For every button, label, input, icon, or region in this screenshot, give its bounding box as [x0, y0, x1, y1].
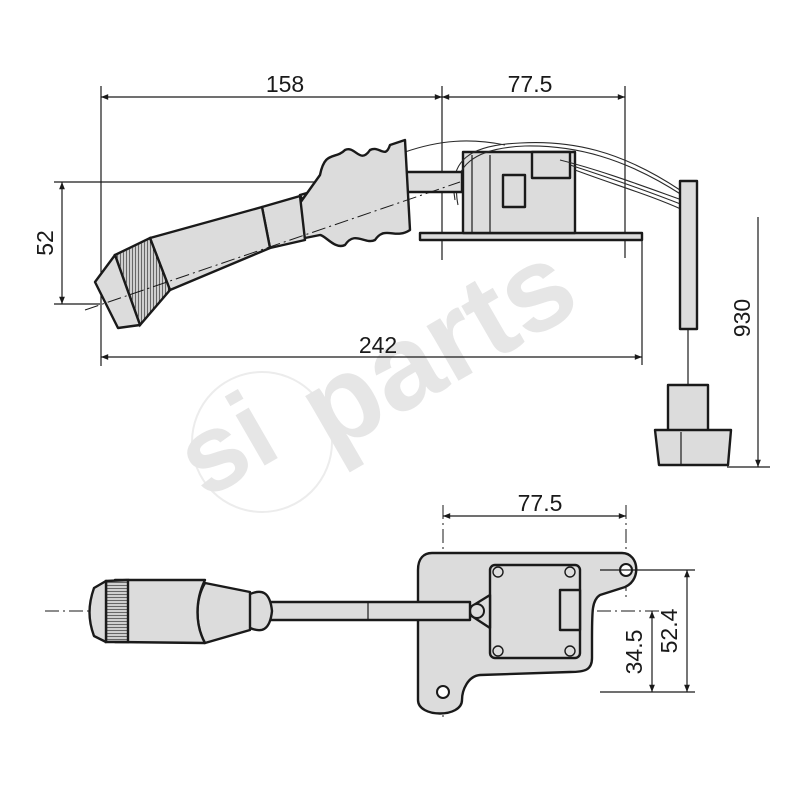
pivot-pin	[469, 603, 485, 619]
watermark-suffix: parts	[276, 215, 597, 478]
watermark-prefix: si	[156, 368, 297, 520]
dimension-hole-vertical: 52.4	[656, 608, 682, 653]
lever-stalk	[84, 138, 464, 330]
mounting-hole	[436, 685, 450, 699]
knurled-ring	[104, 578, 130, 644]
dimension-lever-length: 158	[266, 71, 304, 97]
screw-icon	[492, 566, 504, 578]
screw-icon	[492, 645, 504, 657]
screw-icon	[564, 566, 576, 578]
watermark-circle	[191, 371, 333, 513]
cable-sleeve	[678, 179, 699, 331]
dimension-hole-spacing: 77.5	[518, 490, 563, 516]
dimension-overall-length: 242	[359, 332, 397, 358]
dimension-mount-width: 77.5	[508, 71, 553, 97]
screw-icon	[564, 645, 576, 657]
dimension-cable-length: 930	[729, 299, 755, 337]
connector-plug	[653, 383, 733, 467]
lever-rod	[268, 600, 472, 622]
switch-housing	[461, 150, 577, 235]
top-view: 77.5 34.5 52.4	[45, 490, 695, 720]
lever-handle	[88, 578, 274, 645]
dimension-height-offset: 52	[32, 230, 58, 256]
side-view: 158 77.5 52 242 930	[32, 71, 770, 468]
dimension-axis-to-hole: 34.5	[621, 630, 647, 675]
terminal-block	[558, 588, 582, 632]
